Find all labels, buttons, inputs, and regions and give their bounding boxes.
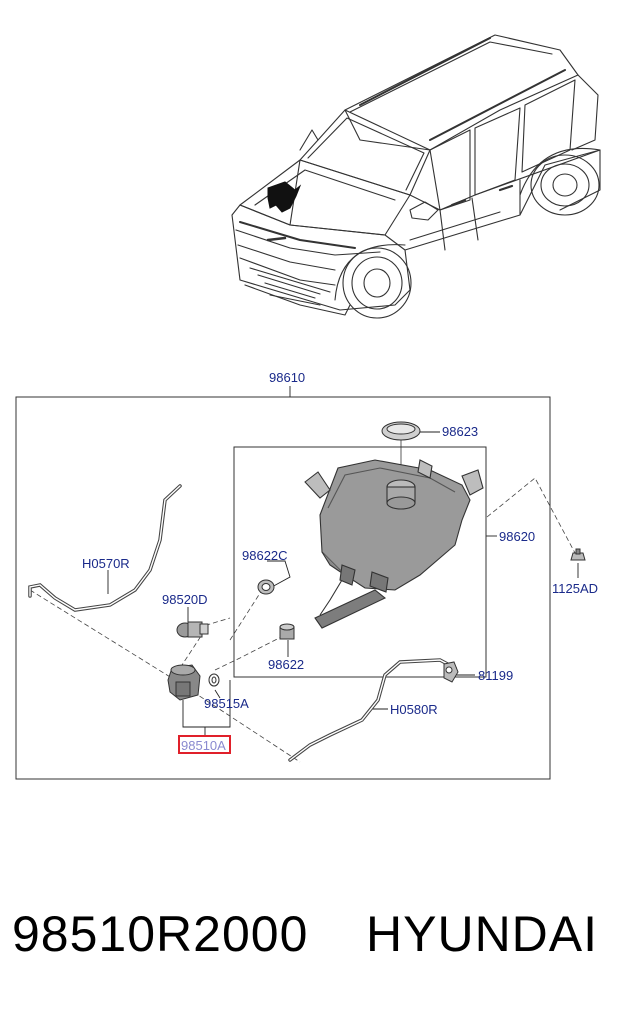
label-98610[interactable]: 98610 — [269, 370, 305, 385]
dashed-guides — [29, 477, 576, 763]
label-98520d[interactable]: 98520D — [162, 592, 208, 607]
part-number: 98510R2000 — [12, 906, 309, 962]
label-81199[interactable]: 81199 — [478, 668, 513, 683]
washer-reservoir — [304, 459, 484, 629]
reservoir-frame — [233, 446, 487, 678]
footer: 98510R2000 HYUNDAI — [0, 905, 620, 975]
label-1125ad[interactable]: 1125AD — [552, 581, 598, 596]
brand-name: HYUNDAI — [366, 906, 599, 962]
parts-diagram: 98610 98623 98620 98622C H0570R 98520D 1… — [15, 34, 601, 780]
highlight-box — [178, 735, 231, 754]
washer-motor — [176, 621, 209, 638]
label-98622c[interactable]: 98622C — [242, 548, 288, 563]
label-98622[interactable]: 98622 — [268, 657, 304, 672]
label-h0570r[interactable]: H0570R — [82, 556, 130, 571]
label-98510a[interactable]: 98510A — [181, 738, 226, 753]
label-98623[interactable]: 98623 — [442, 424, 478, 439]
assembly-frame — [15, 396, 551, 780]
grommet — [279, 623, 295, 640]
hose-clip — [443, 661, 459, 683]
reservoir-cap — [381, 421, 421, 478]
label-98620[interactable]: 98620 — [499, 529, 535, 544]
grommet-c — [257, 579, 275, 595]
label-98515a[interactable]: 98515A — [204, 696, 249, 711]
washer-pump — [167, 664, 201, 701]
bolt — [570, 548, 586, 561]
vehicle-illustration — [231, 34, 601, 319]
hood-highlight-marker — [267, 181, 302, 213]
seal-ring — [208, 673, 220, 687]
label-h0580r[interactable]: H0580R — [390, 702, 438, 717]
